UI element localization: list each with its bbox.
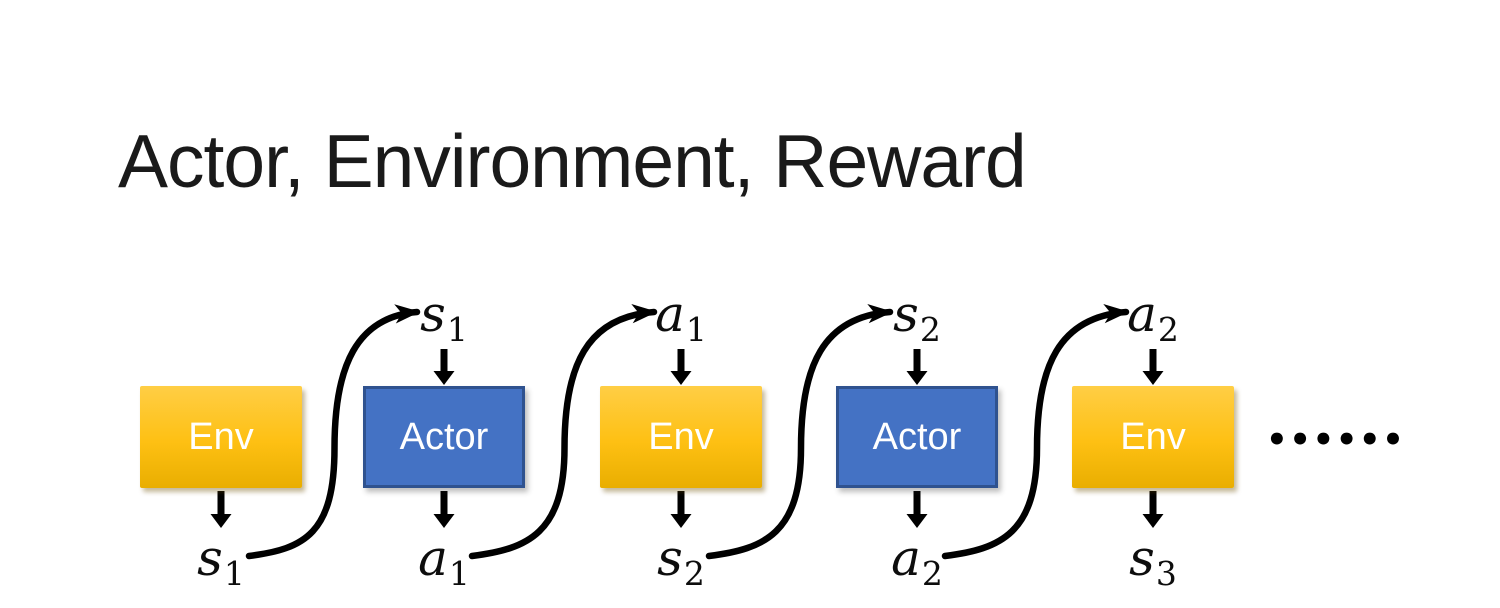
box-label: Actor: [872, 416, 962, 458]
box-label: Actor: [399, 416, 489, 458]
var-subscript: 3: [1155, 554, 1177, 593]
bottom-label-s1: s1: [156, 529, 286, 593]
connector-s2: [705, 304, 894, 560]
box-label: Env: [188, 416, 254, 458]
top-label-s1: s1: [379, 285, 509, 349]
slide-title: Actor, Environment, Reward: [118, 119, 1027, 203]
bottom-label-s2: s2: [616, 529, 746, 593]
output-arrow-node-5: [1142, 491, 1164, 528]
var-symbol: s: [657, 529, 683, 587]
input-arrow-node-3: [670, 349, 692, 385]
input-arrow-node-2: [433, 349, 455, 385]
top-label-s2: s2: [852, 285, 982, 349]
input-arrow-node-5: [1142, 349, 1164, 385]
output-arrow-node-4: [906, 491, 928, 528]
var-symbol: s: [1129, 529, 1155, 587]
bottom-label-a1: a1: [379, 529, 509, 593]
input-arrow-node-4: [906, 349, 928, 385]
var-subscript: 2: [921, 554, 943, 593]
connector-a2: [941, 304, 1130, 560]
box-label: Env: [1120, 416, 1186, 458]
actor-box-4: Actor: [836, 386, 998, 488]
output-arrow-node-2: [433, 491, 455, 528]
var-subscript: 2: [1157, 310, 1179, 349]
var-symbol: a: [1127, 285, 1157, 343]
var-symbol: a: [655, 285, 685, 343]
var-symbol: s: [197, 529, 223, 587]
connector-s1: [245, 304, 421, 560]
var-subscript: 1: [448, 554, 470, 593]
env-box-5: Env: [1072, 386, 1234, 488]
var-symbol: s: [420, 285, 446, 343]
output-arrow-node-3: [670, 491, 692, 528]
box-label: Env: [648, 416, 714, 458]
bottom-label-s3: s3: [1088, 529, 1218, 593]
actor-box-2: Actor: [363, 386, 525, 488]
var-subscript: 1: [685, 310, 707, 349]
env-box-3: Env: [600, 386, 762, 488]
var-subscript: 1: [446, 310, 468, 349]
top-label-a2: a2: [1088, 285, 1218, 349]
bottom-label-a2: a2: [852, 529, 982, 593]
connector-a1: [468, 304, 658, 560]
var-symbol: a: [891, 529, 921, 587]
var-subscript: 1: [223, 554, 245, 593]
var-symbol: s: [893, 285, 919, 343]
env-box-1: Env: [140, 386, 302, 488]
var-symbol: a: [418, 529, 448, 587]
continuation-dots: ••••••: [1266, 420, 1406, 460]
var-subscript: 2: [919, 310, 941, 349]
var-subscript: 2: [683, 554, 705, 593]
top-label-a1: a1: [616, 285, 746, 349]
output-arrow-node-1: [210, 491, 232, 528]
